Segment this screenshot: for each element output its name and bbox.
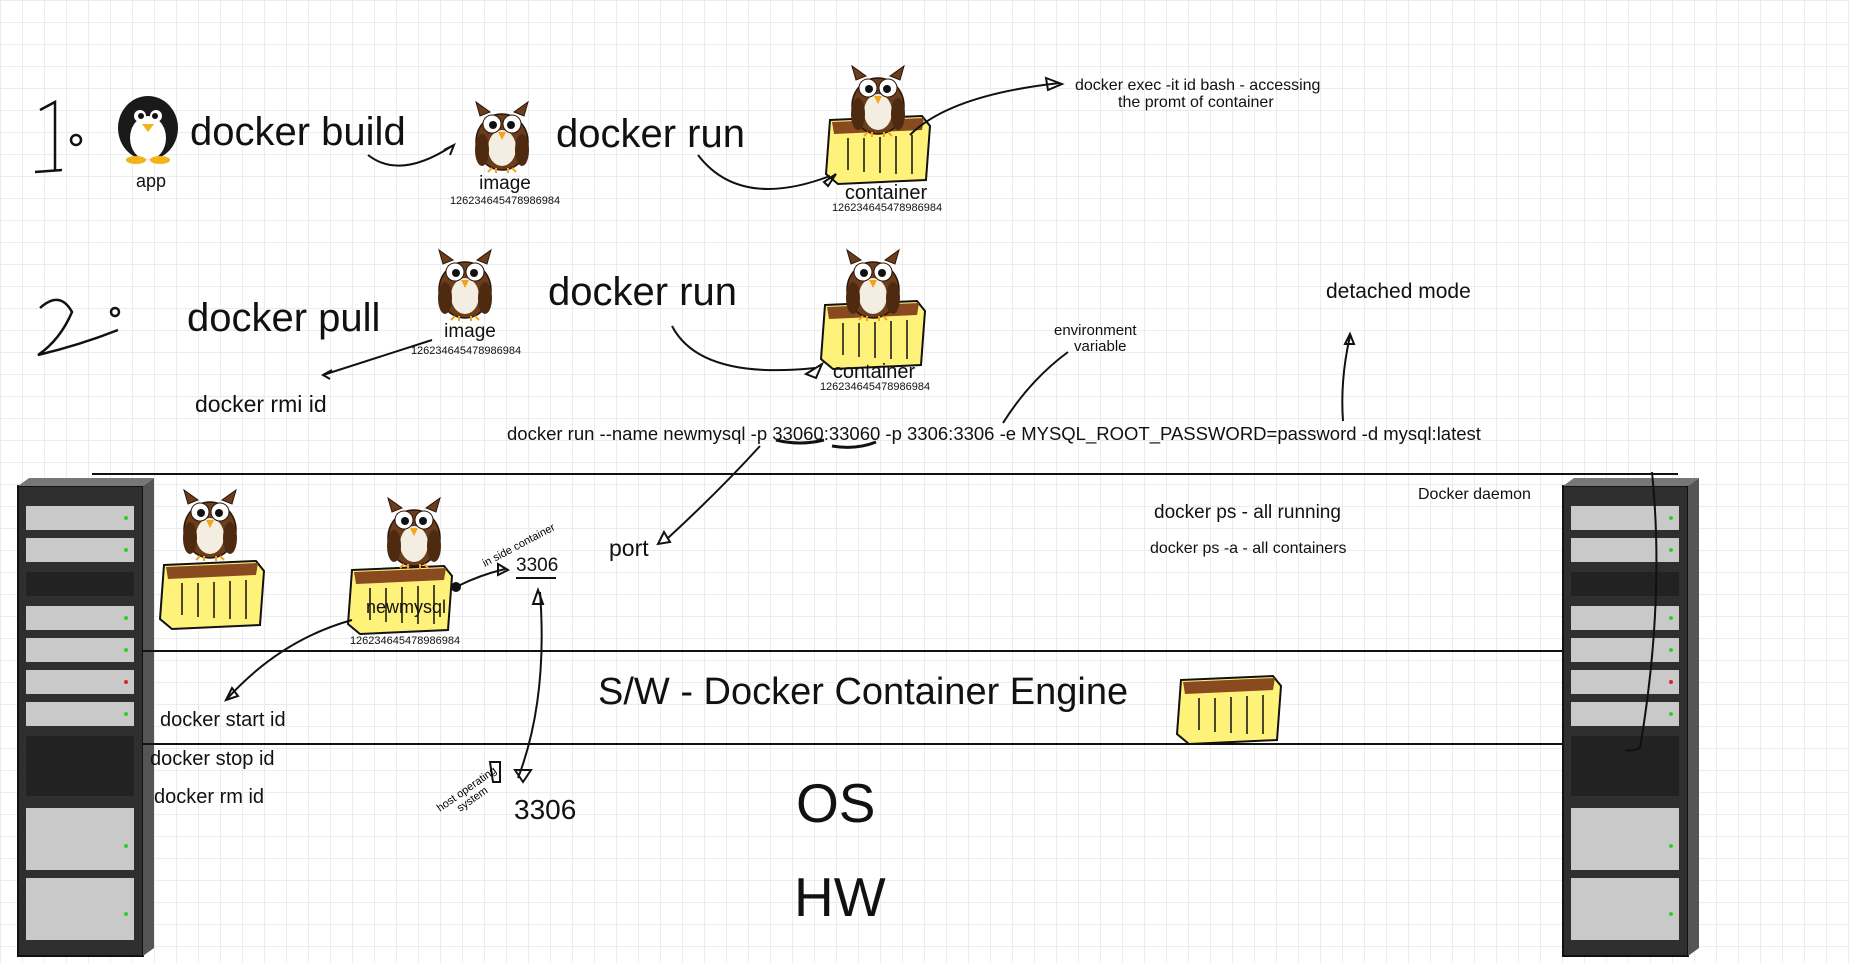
right-server-icon [1562, 477, 1700, 957]
arrowhead-detached [1343, 331, 1356, 345]
exec-note-line1: docker exec -it id bash - accessing [1075, 77, 1321, 94]
arrowhead-start [224, 686, 240, 702]
env-note-line2: variable [1074, 338, 1127, 355]
docker-run-full-command: docker run --name newmysql -p 33060:3306… [507, 423, 1481, 444]
port-label: port [609, 535, 649, 561]
arrowhead-port [656, 529, 672, 546]
arrowhead-port-mapping-up [531, 587, 545, 605]
docker-build-cmd: docker build [190, 110, 406, 154]
step2-image-label: image [444, 321, 496, 342]
step2-image-id: 126234645478986984 [410, 345, 522, 357]
arrowhead-run-step2 [803, 361, 825, 380]
hw-layer-label: HW [794, 866, 886, 928]
penguin-app-icon [118, 96, 178, 164]
owl-container-icon-step2 [845, 249, 901, 322]
step1-image-label: image [479, 173, 531, 194]
owl-container-icon-step1 [850, 65, 906, 138]
owl-image-icon-step1 [474, 101, 530, 174]
docker-stop-cmd: docker stop id [150, 748, 275, 770]
app-label: app [135, 171, 167, 191]
arrow-run-step2 [671, 325, 816, 372]
docker-engine-layer-label: S/W - Docker Container Engine [598, 671, 1129, 713]
inside-port-label: 3306 [516, 555, 559, 576]
docker-rm-cmd: docker rm id [154, 786, 265, 808]
arrow-env [1002, 351, 1069, 424]
step1-number-glyph [34, 99, 63, 174]
newmysql-container-id: 126234645478986984 [349, 635, 461, 647]
arrowhead-exec [1044, 76, 1065, 92]
docker-start-cmd: docker start id [160, 709, 286, 731]
host-port-marker [488, 761, 501, 783]
owl-newmysql-icon [386, 497, 442, 570]
step2-container-label: container [832, 361, 916, 383]
exec-note-line2: the promt of container [1118, 94, 1274, 111]
owl-container-icon-lower1 [182, 489, 238, 562]
docker-rmi-cmd: docker rmi id [195, 391, 327, 417]
left-server-icon [17, 477, 155, 957]
docker-ps-running-note: docker ps - all running [1154, 502, 1341, 523]
env-note-line1: environment [1054, 322, 1137, 339]
arrow-daemon [1624, 471, 1658, 752]
port-underline [775, 438, 877, 449]
os-layer-label: OS [796, 772, 876, 834]
arrow-build [367, 145, 453, 167]
docker-daemon-label: Docker daemon [1418, 486, 1531, 503]
newmysql-label: newmysql [366, 597, 447, 617]
host-port-label: 3306 [514, 794, 577, 825]
newmysql-port-dot [451, 582, 461, 592]
arrow-start [225, 619, 353, 701]
arrowhead-rmi [320, 369, 333, 380]
step1-dot-glyph [69, 133, 83, 147]
step2-docker-run-cmd: docker run [548, 270, 737, 314]
detached-mode-note: detached mode [1326, 280, 1471, 303]
step1-image-id: 126234645478986984 [449, 195, 561, 207]
arrow-port-mapping [517, 591, 543, 779]
docker-ps-all-note: docker ps -a - all containers [1150, 540, 1347, 557]
arrow-exec [909, 82, 1061, 136]
step1-docker-run-cmd: docker run [556, 112, 745, 156]
step1-container-label: container [844, 182, 928, 204]
arrowhead-port-mapping-down [513, 769, 533, 784]
engine-crate-icon [1176, 675, 1282, 745]
arrowhead-inside-port [497, 562, 511, 577]
arrow-inside-port [457, 568, 506, 587]
arrowhead-run-step1 [822, 173, 837, 188]
crate-container-icon-lower1 [159, 560, 265, 630]
docker-pull-cmd: docker pull [187, 296, 381, 340]
arrowhead-build [443, 142, 456, 156]
step1-container-id: 126234645478986984 [831, 202, 943, 214]
step2-number-glyph [37, 298, 119, 357]
arrow-detached [1341, 335, 1351, 422]
arrow-run-step1 [697, 154, 831, 190]
arrow-rmi [322, 339, 433, 376]
arrow-port [667, 445, 761, 539]
step2-dot-glyph [109, 306, 121, 318]
step2-container-id: 126234645478986984 [819, 381, 931, 393]
owl-image-icon-step2 [437, 249, 493, 322]
